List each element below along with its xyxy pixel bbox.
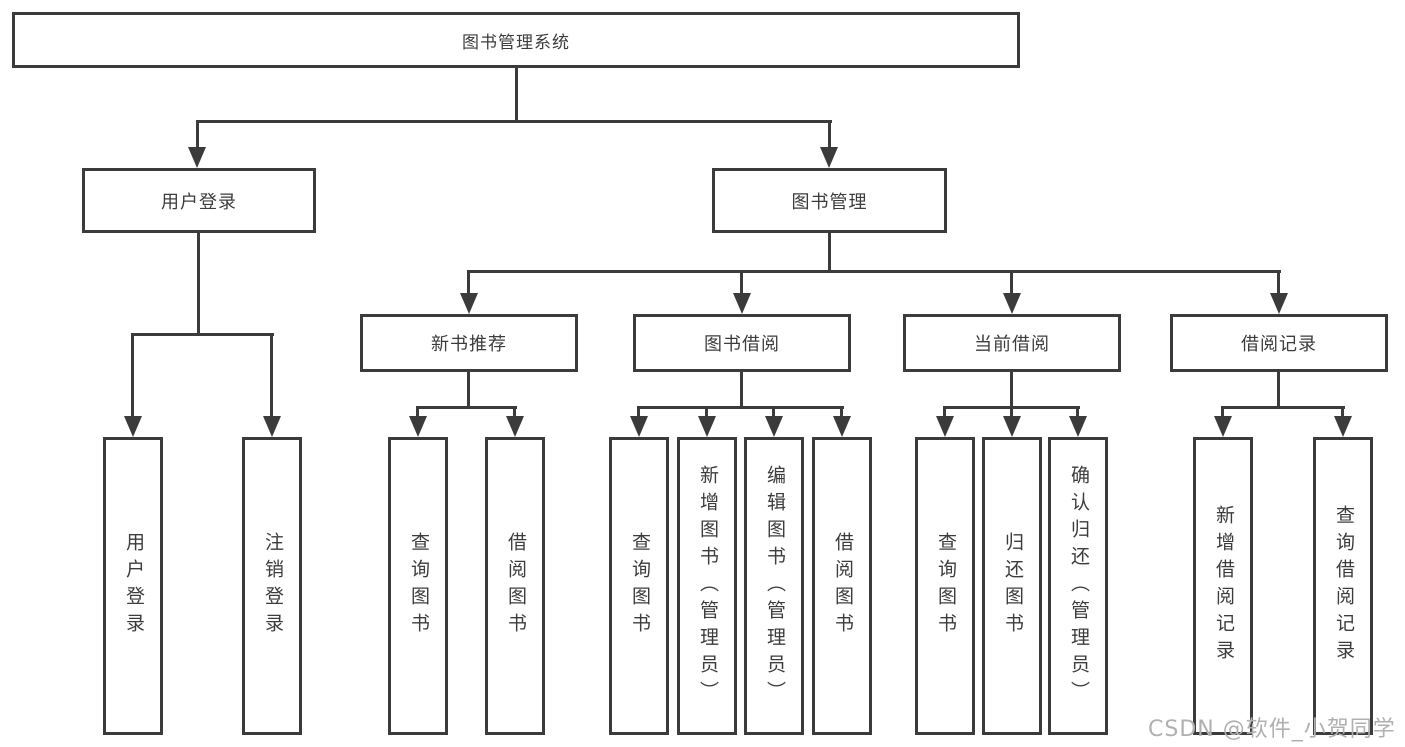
node-label: 查询借阅记录 [1332,505,1355,667]
csdn-watermark: CSDN @软件_小贺同学 [1148,717,1396,742]
node-label: 查询图书 [407,532,430,640]
leaf-confirm-return-admin: 确认归还（管理员） [1048,437,1108,735]
arrow-down-icon [460,293,478,314]
arrow-down-icon [1003,293,1021,314]
connector-user-login-stem [197,233,200,336]
arrow-down-icon [1069,416,1087,437]
leaf-query-books-recommend: 查询图书 [388,437,448,735]
connector-arm-borrow-records [1277,270,1280,296]
arrow-down-icon [698,416,716,437]
node-book-borrow: 图书借阅 [633,314,851,372]
connector-arm [637,406,640,420]
arrow-down-icon [765,416,783,437]
arrow-down-icon [1214,416,1232,437]
arrow-down-icon [1334,416,1352,437]
leaf-borrow-books: 借阅图书 [812,437,872,735]
connector-arm [1076,406,1079,420]
leaf-return-books: 归还图书 [982,437,1042,735]
node-current-borrow: 当前借阅 [903,314,1121,372]
node-label: 图书管理系统 [462,32,570,53]
node-library-management-system: 图书管理系统 [12,12,1020,68]
node-label: 图书管理 [791,191,868,213]
arrow-down-icon [409,416,427,437]
leaf-user-login: 用户登录 [103,437,163,735]
connector-book-borrow-stem [740,372,743,409]
node-label: 借阅图书 [504,532,527,640]
leaf-logout: 注销登录 [242,437,302,735]
connector-arm [1221,406,1224,420]
leaf-add-books-admin: 新增图书（管理员） [677,437,737,735]
node-label: 图书借阅 [704,334,780,355]
node-label: 注销登录 [261,532,284,640]
leaf-query-books-current: 查询图书 [915,437,975,735]
connector-arm [943,406,946,420]
node-label: 查询图书 [628,532,651,640]
node-borrow-records: 借阅记录 [1170,314,1388,372]
node-label: 借阅图书 [831,532,854,640]
connector-arm [705,406,708,420]
node-label: 查询图书 [934,532,957,640]
node-label: 用户登录 [161,191,237,213]
connector-arm [1341,406,1344,420]
node-user-login: 用户登录 [82,168,316,233]
arrow-down-icon [833,416,851,437]
arrow-down-icon [820,147,838,168]
connector-book-borrow-hline [637,406,844,409]
connector-current-borrow-stem [1010,372,1013,409]
node-label: 编辑图书（管理员） [763,464,786,708]
arrow-down-icon [733,293,751,314]
connector-level1-hline [196,120,832,123]
arrow-down-icon [124,416,142,437]
node-label: 当前借阅 [974,334,1050,355]
connector-level2-hline [467,270,1281,273]
leaf-query-books-borrow: 查询图书 [609,437,669,735]
node-book-management: 图书管理 [712,168,947,233]
connector-borrow-records-stem [1277,372,1280,409]
connector-arm-book-borrow [740,270,743,296]
connector-arm [513,406,516,420]
connector-arm [1010,406,1013,420]
connector-new-book-hline [416,406,517,409]
arrow-down-icon [1003,416,1021,437]
node-label: 用户登录 [122,532,145,640]
arrow-down-icon [188,147,206,168]
node-label: 新书推荐 [431,334,507,355]
arrow-down-icon [630,416,648,437]
arrow-down-icon [506,416,524,437]
arrow-down-icon [263,416,281,437]
connector-arm-user-login [196,120,199,150]
connector-arm [416,406,419,420]
connector-root-stem [515,68,518,122]
node-label: 确认归还（管理员） [1067,464,1090,708]
connector-arm-new-book [467,270,470,296]
connector-user-login-hline [131,333,274,336]
leaf-edit-books-admin: 编辑图书（管理员） [744,437,804,735]
connector-arm-book-mgmt [828,120,831,150]
connector-borrow-records-hline [1221,406,1345,409]
arrow-down-icon [1270,293,1288,314]
node-new-book-recommend: 新书推荐 [360,314,578,372]
connector-new-book-stem [467,372,470,409]
connector-arm [772,406,775,420]
arrow-down-icon [936,416,954,437]
connector-arm-current-borrow [1010,270,1013,296]
node-label: 归还图书 [1001,532,1024,640]
leaf-borrow-books-recommend: 借阅图书 [485,437,545,735]
node-label: 新增图书（管理员） [696,464,719,708]
connector-arm [840,406,843,420]
connector-arm-leaf-user-login [131,333,134,418]
leaf-query-borrow-record: 查询借阅记录 [1313,437,1373,735]
node-label: 借阅记录 [1241,334,1317,355]
node-label: 新增借阅记录 [1212,505,1235,667]
connector-arm-leaf-logout [270,333,273,418]
leaf-add-borrow-record: 新增借阅记录 [1193,437,1253,735]
connector-book-mgmt-stem [828,233,831,272]
